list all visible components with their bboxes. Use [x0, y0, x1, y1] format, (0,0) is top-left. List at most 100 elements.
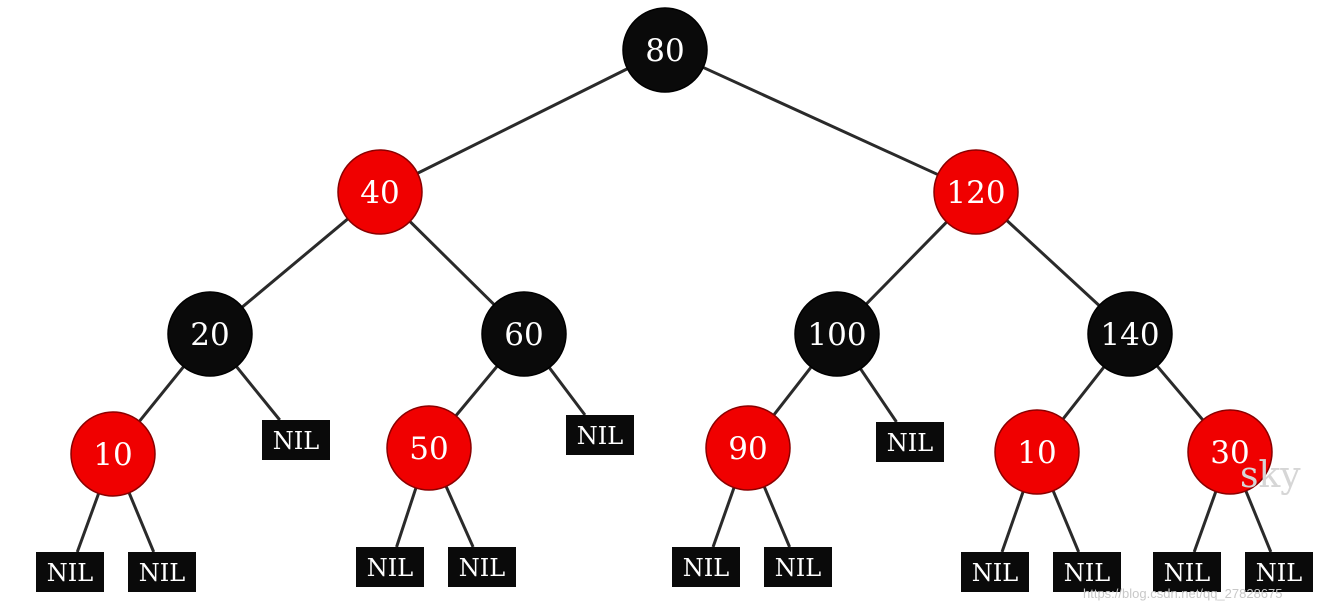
- nil-label: NIL: [577, 422, 623, 450]
- nil-leaf: NIL: [448, 547, 516, 587]
- nil-leaf: NIL: [262, 420, 330, 460]
- node-circle: [337, 149, 423, 235]
- node-label: 40: [360, 175, 399, 211]
- nil-box: [262, 420, 330, 460]
- nil-box: [764, 547, 832, 587]
- nodes-layer: 80 40 120 20 60 100 140 10 50 90 10 30: [70, 7, 1273, 497]
- tree-edge: [865, 220, 948, 306]
- nil-leaf: NIL: [876, 422, 944, 462]
- tree-node-black: 80: [622, 7, 708, 93]
- node-circle: [705, 405, 791, 491]
- nil-box: [1053, 552, 1121, 592]
- tree-edge: [762, 486, 791, 548]
- nil-label: NIL: [139, 559, 185, 587]
- nil-box: [448, 547, 516, 587]
- tree-edge: [454, 365, 499, 417]
- nil-leaf: NIL: [672, 547, 740, 587]
- node-circle: [622, 7, 708, 93]
- node-circle: [794, 291, 880, 377]
- nil-box: [1245, 552, 1313, 592]
- node-circle: [70, 411, 156, 497]
- tree-edge: [395, 487, 418, 548]
- nil-label: NIL: [1064, 559, 1110, 587]
- tree-edge: [548, 366, 587, 416]
- nil-box: [356, 547, 424, 587]
- nil-leaf: NIL: [356, 547, 424, 587]
- tree-edge: [1192, 491, 1218, 553]
- nil-label: NIL: [47, 559, 93, 587]
- nil-leaf: NIL: [1053, 552, 1121, 592]
- nil-leaf: NIL: [566, 415, 634, 455]
- node-label: 10: [93, 437, 132, 473]
- nil-label: NIL: [367, 554, 413, 582]
- node-circle: [1087, 291, 1173, 377]
- nil-leaf: NIL: [764, 547, 832, 587]
- tree-edge: [444, 485, 475, 548]
- node-label: 30: [1210, 435, 1249, 471]
- node-label: 60: [504, 317, 543, 353]
- nil-leaf: NIL: [1153, 552, 1221, 592]
- tree-edge: [1051, 490, 1081, 553]
- node-circle: [1187, 409, 1273, 495]
- tree-edge: [138, 365, 185, 423]
- nil-leaf: NIL: [1245, 552, 1313, 592]
- node-circle: [933, 149, 1019, 235]
- node-label: 120: [946, 175, 1005, 211]
- tree-edge: [1005, 219, 1101, 307]
- tree-edge: [235, 365, 281, 421]
- tree-node-black: 20: [167, 291, 253, 377]
- tree-node-black: 100: [794, 291, 880, 377]
- tree-node-red: 120: [933, 149, 1019, 235]
- node-label: 50: [409, 431, 448, 467]
- nil-box: [672, 547, 740, 587]
- node-label: 20: [190, 317, 229, 353]
- tree-node-red: 90: [705, 405, 791, 491]
- tree-node-black: 60: [481, 291, 567, 377]
- nil-box: [961, 552, 1029, 592]
- node-circle: [386, 405, 472, 491]
- nil-label: NIL: [1164, 559, 1210, 587]
- tree-node-red: 10: [994, 409, 1080, 495]
- nil-box: [1153, 552, 1221, 592]
- nil-label: NIL: [887, 429, 933, 457]
- nil-leaf: NIL: [961, 552, 1029, 592]
- node-label: 80: [645, 33, 684, 69]
- tree-edge: [1061, 366, 1106, 420]
- tree-edge: [859, 367, 898, 423]
- tree-edge: [1156, 365, 1204, 421]
- tree-edge: [408, 220, 496, 306]
- tree-edge: [75, 492, 101, 553]
- nil-leaf: NIL: [128, 552, 196, 592]
- node-label: 90: [728, 431, 767, 467]
- tree-edge: [702, 66, 939, 176]
- tree-edge: [127, 492, 156, 553]
- tree-node-red: 10: [70, 411, 156, 497]
- edges-layer: [75, 66, 1273, 553]
- tree-edge: [241, 217, 349, 309]
- node-circle: [994, 409, 1080, 495]
- nil-label: NIL: [1256, 559, 1302, 587]
- node-label: 10: [1017, 435, 1056, 471]
- tree-edge: [772, 366, 813, 416]
- nil-leaf: NIL: [36, 552, 104, 592]
- node-circle: [481, 291, 567, 377]
- node-label: 100: [807, 317, 866, 353]
- nil-box: [876, 422, 944, 462]
- tree-edge: [416, 67, 629, 175]
- nil-box: [128, 552, 196, 592]
- nil-label: NIL: [683, 554, 729, 582]
- tree-edge: [711, 487, 736, 548]
- tree-edge: [1000, 491, 1025, 553]
- tree-node-red: 40: [337, 149, 423, 235]
- nil-label: NIL: [273, 427, 319, 455]
- nil-leaves-layer: NIL NIL NIL NIL NIL NIL NIL NIL NIL NIL NIL NIL NIL: [36, 415, 1313, 592]
- nil-box: [36, 552, 104, 592]
- nil-box: [566, 415, 634, 455]
- node-label: 140: [1100, 317, 1159, 353]
- nil-label: NIL: [972, 559, 1018, 587]
- tree-node-red: 30: [1187, 409, 1273, 495]
- nil-label: NIL: [775, 554, 821, 582]
- credit-url-text: https://blog.csdn.net/qq_27828675: [1083, 586, 1283, 601]
